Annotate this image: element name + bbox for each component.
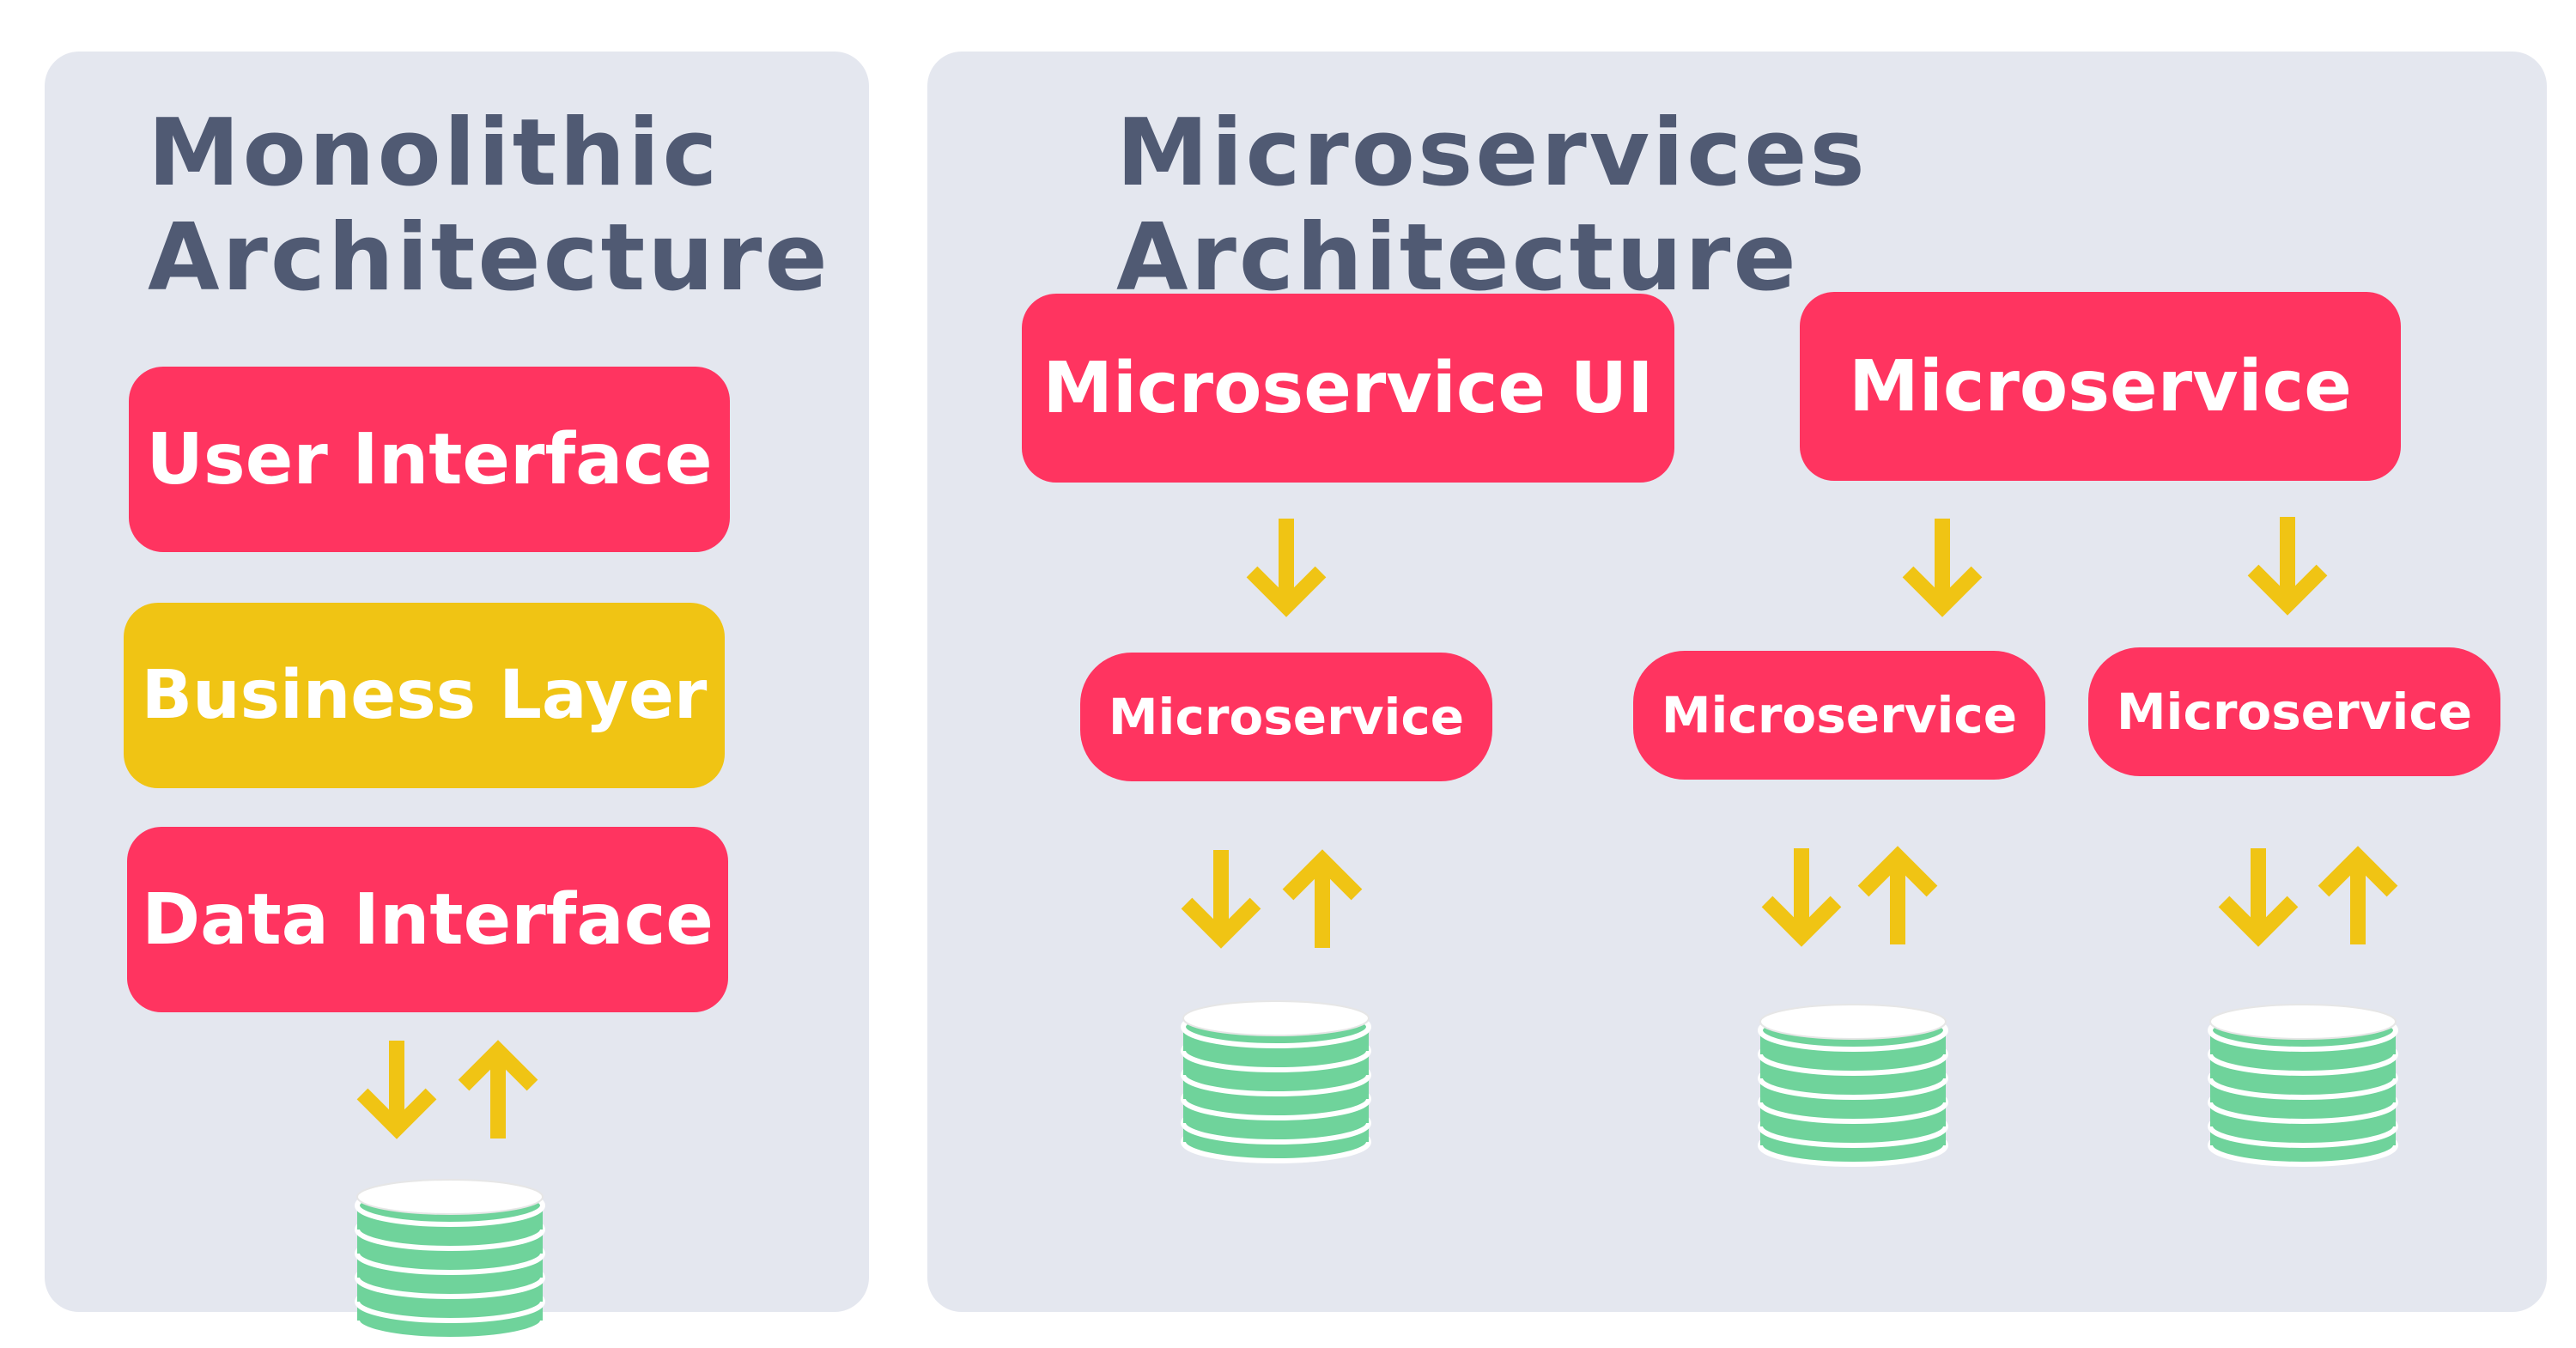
arrow-down-icon	[2218, 848, 2299, 947]
arrow-down-icon	[2247, 517, 2328, 616]
microservice-label-1: Microservice	[1108, 688, 1465, 746]
arrow-up-icon	[1857, 846, 1938, 944]
microservice-label-2: Microservice	[1661, 686, 2018, 744]
user-interface-label: User Interface	[146, 418, 713, 501]
data-interface-label: Data Interface	[142, 878, 714, 961]
microservices-title: Microservices Architecture	[1116, 100, 1868, 312]
business-layer-label: Business Layer	[141, 657, 708, 734]
monolithic-title-line1: Monolithic	[148, 100, 720, 207]
database-icon	[1758, 1004, 1948, 1167]
microservice-top-box: Microservice	[1800, 292, 2401, 481]
arrow-down-icon	[1181, 850, 1261, 949]
arrow-up-icon	[2318, 846, 2398, 944]
microservice-box-2: Microservice	[1633, 651, 2045, 780]
arrow-down-icon	[356, 1041, 437, 1139]
arrow-up-icon	[458, 1040, 538, 1139]
data-interface-layer: Data Interface	[127, 827, 728, 1012]
arrow-down-icon	[1902, 519, 1983, 617]
microservice-top-label: Microservice	[1849, 345, 2352, 428]
microservice-ui-label: Microservice UI	[1042, 347, 1654, 429]
microservice-box-1: Microservice	[1080, 653, 1492, 781]
microservice-ui-box: Microservice UI	[1022, 294, 1674, 483]
monolithic-title: Monolithic Architecture	[148, 101, 830, 311]
microservice-box-3: Microservice	[2088, 647, 2500, 776]
database-icon	[355, 1179, 545, 1342]
database-icon	[2208, 1004, 2398, 1167]
arrow-up-icon	[1282, 849, 1363, 948]
database-icon	[1181, 1000, 1371, 1163]
arrow-down-icon	[1761, 848, 1842, 947]
arrow-down-icon	[1246, 519, 1327, 617]
business-layer: Business Layer	[124, 603, 725, 788]
monolithic-title-line2: Architecture	[148, 204, 830, 312]
user-interface-layer: User Interface	[129, 367, 730, 552]
microservice-label-3: Microservice	[2116, 683, 2473, 741]
